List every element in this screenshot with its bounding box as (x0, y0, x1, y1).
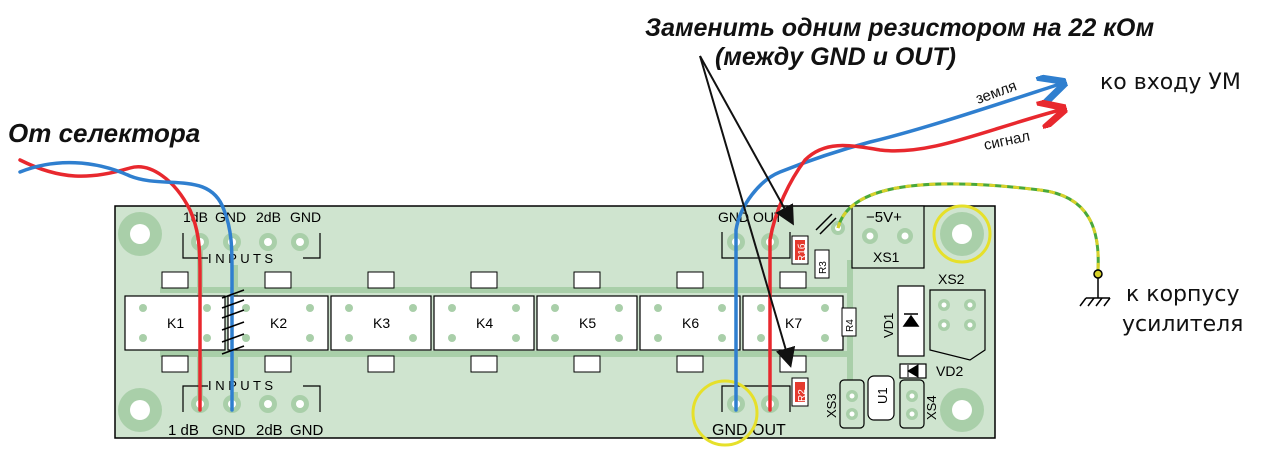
relay-pad-k1-bottom (161, 355, 189, 373)
xs1-label: XS1 (873, 249, 900, 265)
relay-label-k6: K6 (682, 315, 699, 331)
pcb-board: K1 K2 K3 K4 K5 K6 K7 (114, 205, 996, 439)
bottom-pin-label-1: 1 dB (168, 422, 199, 439)
selector-wires (18, 158, 234, 412)
output-signal-wire (768, 110, 1060, 412)
resistor-r1b (791, 235, 809, 265)
inputs-label-top: I N P U T S (208, 251, 273, 266)
top-pin-label-3: 2dB (256, 209, 281, 225)
relay-pad-k4-top (470, 271, 498, 289)
connector-xs1 (851, 205, 925, 269)
relay-pad-k3-top (367, 271, 395, 289)
top-pin-label-2: GND (215, 209, 246, 225)
relay-pad-k7-top (779, 271, 807, 289)
top-pin-label-4: GND (290, 209, 321, 225)
highlight-rings (691, 204, 992, 447)
relay-pad-k7-bottom (779, 355, 807, 373)
r4-label: R4 (845, 319, 856, 332)
vd2-label: VD2 (936, 363, 963, 379)
relay-k4: K4 (433, 295, 535, 351)
inputs-label-bottom: I N P U T S (208, 378, 273, 393)
replace-note-line1: Заменить одним резистором на 22 кОм (645, 14, 1155, 42)
mounting-holes (118, 212, 984, 432)
strike-mark (815, 213, 837, 235)
r2-label: R2 (797, 389, 808, 402)
r3-label: R3 (818, 261, 829, 274)
selector-ground-wire (18, 160, 234, 412)
relay-k6: K6 (639, 295, 741, 351)
out-bottom-out: OUT (752, 422, 786, 439)
from-selector-label: От селектора (8, 118, 201, 148)
u1-label: U1 (875, 387, 890, 404)
bottom-pin-label-4: GND (290, 422, 324, 439)
relay-label-k3: K3 (373, 315, 390, 331)
relay-k5: K5 (536, 295, 638, 351)
diode-vd1 (897, 285, 925, 357)
bottom-pin-label-2: GND (212, 422, 246, 439)
relay-k3: K3 (330, 295, 432, 351)
chassis-label-line1: к корпусу (1126, 282, 1240, 307)
ic-u1 (867, 375, 895, 421)
relay-label-k1: K1 (167, 315, 184, 331)
relay-k7: K7 (742, 295, 844, 351)
relay-label-k5: K5 (579, 315, 596, 331)
relay-pad-k5-top (573, 271, 601, 289)
connector-xs3 (839, 379, 865, 429)
xs2-label: XS2 (938, 271, 965, 287)
vd1-label: VD1 (881, 313, 896, 338)
relay-k2: K2 (227, 295, 329, 351)
r1b-label: R1б (796, 243, 808, 262)
chassis-label-line2: усилителя (1122, 312, 1244, 337)
xs4-label: XS4 (924, 395, 939, 420)
amp-wires (734, 84, 1060, 412)
relay-pad-k3-bottom (367, 355, 395, 373)
cut-marks (221, 289, 245, 355)
relay-pad-k5-bottom (573, 355, 601, 373)
diode-vd2 (899, 363, 927, 379)
ground-symbol (1079, 269, 1111, 307)
connector-xs2 (929, 289, 986, 361)
relay-k1: K1 (124, 295, 226, 351)
top-pin-label-1: 1dB (183, 209, 208, 225)
resistor-r3 (814, 249, 830, 279)
chassis-wire (836, 182, 1100, 271)
selector-signal-wire (18, 158, 202, 412)
relay-pad-k2-bottom (264, 355, 292, 373)
relay-label-k7: K7 (785, 315, 802, 331)
relay-label-k4: K4 (476, 315, 493, 331)
relay-label-k2: K2 (270, 315, 287, 331)
relay-pad-k4-bottom (470, 355, 498, 373)
callout-arrows (699, 55, 796, 368)
replace-note-line2: (между GND и OUT) (715, 43, 956, 71)
xs3-label: XS3 (824, 393, 839, 418)
power-label: −5V+ (866, 209, 902, 226)
bottom-pin-label-3: 2dB (256, 422, 283, 439)
relays: K1 K2 K3 K4 K5 K6 K7 (124, 295, 844, 351)
relay-pad-k1-top (161, 271, 189, 289)
resistor-r2 (791, 377, 809, 407)
relay-pad-k6-top (676, 271, 704, 289)
out-bottom-gnd: GND (712, 422, 748, 439)
connector-xs4 (899, 379, 925, 429)
board-labels: 1dB GND 2dB GND I N P U T S I N P U T S … (168, 209, 965, 439)
to-amp-label: ко входу УМ (1100, 70, 1241, 95)
relay-pad-k2-top (264, 271, 292, 289)
resistor-r4 (841, 307, 857, 337)
relay-pad-k6-bottom (676, 355, 704, 373)
output-ground-wire (734, 84, 1060, 412)
